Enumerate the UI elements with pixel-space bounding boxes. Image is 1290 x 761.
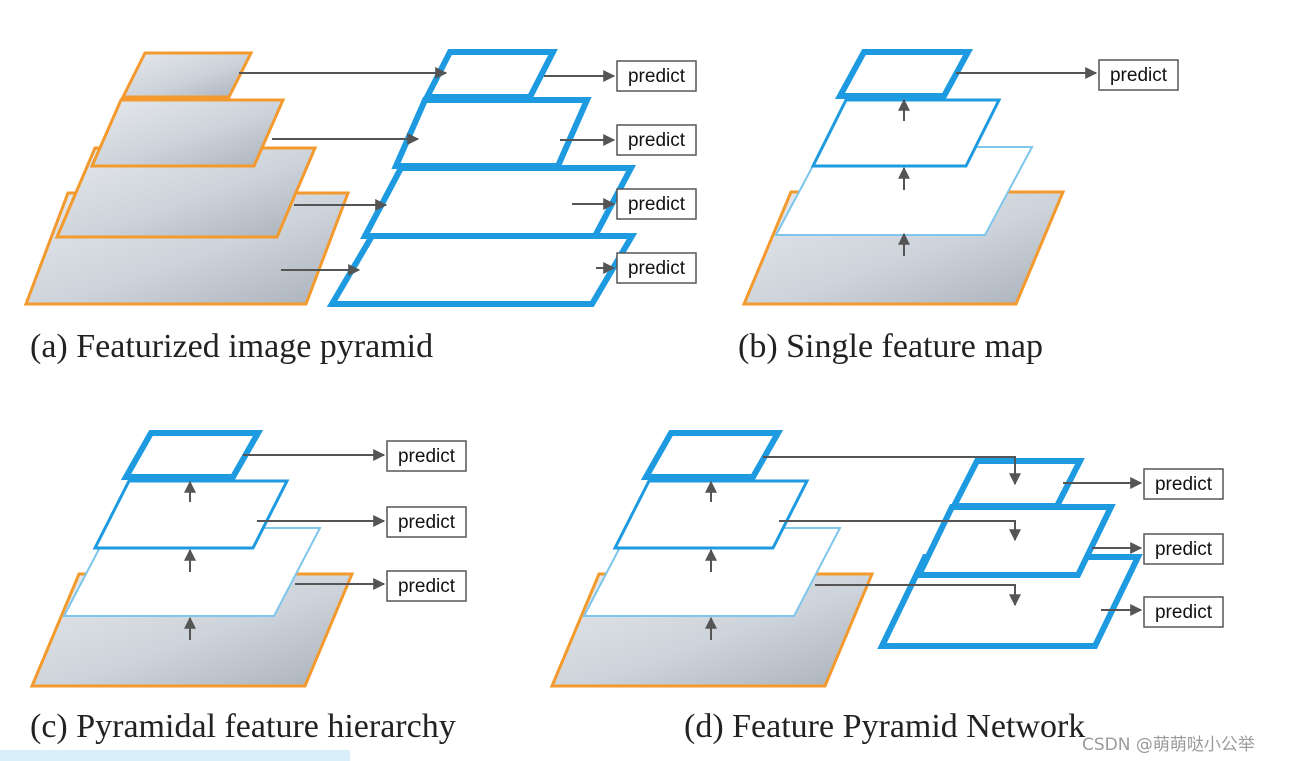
predict-box: predict (1143, 596, 1224, 628)
feature-stack-a (326, 49, 638, 307)
caption-c: (c) Pyramidal feature hierarchy (30, 708, 456, 745)
lateral-connection (779, 520, 1021, 542)
panel-a: predict predict predict predict (23, 49, 697, 307)
bottom-strip (0, 750, 350, 761)
feature-map-a1 (422, 49, 558, 100)
predict-label: predict (1110, 65, 1168, 86)
predict-label: predict (398, 576, 456, 597)
panel-b: predict (741, 49, 1179, 306)
predict-box: predict (1098, 59, 1179, 91)
arrows-b (898, 67, 1098, 256)
feature-map-b2 (810, 98, 1002, 168)
image-pyramid (23, 51, 351, 306)
panel-c: predict predict predict (29, 430, 467, 688)
predict-box: predict (616, 188, 697, 220)
caption-d: (d) Feature Pyramid Network (684, 708, 1086, 745)
lateral-connection (763, 456, 1021, 486)
predict-box: predict (616, 60, 697, 92)
predict-label: predict (1155, 539, 1213, 560)
predict-box: predict (616, 252, 697, 284)
bottom-up-map-1 (640, 430, 784, 480)
predict-label: predict (398, 446, 456, 467)
watermark: CSDN @萌萌哒小公举 (1082, 735, 1255, 755)
predict-box: predict (386, 506, 467, 538)
predict-label: predict (1155, 474, 1213, 495)
feature-map-a4 (326, 233, 638, 307)
panel-d: predict predict predict (549, 430, 1224, 688)
arrows-d (705, 456, 1143, 640)
image-level-2 (89, 98, 286, 168)
lateral-connection (815, 584, 1021, 607)
top-down-map-2 (914, 504, 1116, 578)
predict-label: predict (1155, 602, 1213, 623)
arrows-a (239, 67, 616, 276)
top-down-map-1 (949, 458, 1085, 509)
bottom-up-map-2 (612, 479, 810, 550)
caption-a: (a) Featurized image pyramid (30, 328, 434, 365)
image-level-1 (120, 51, 254, 99)
feature-map-c1 (120, 430, 264, 480)
feature-map-b1 (834, 49, 974, 99)
predict-box: predict (1143, 468, 1224, 500)
predict-label: predict (398, 512, 456, 533)
predict-box: predict (1143, 533, 1224, 565)
feature-map-a3 (360, 165, 636, 239)
predict-label: predict (628, 66, 686, 87)
caption-b: (b) Single feature map (738, 328, 1043, 365)
predict-label: predict (628, 194, 686, 215)
predict-box: predict (616, 124, 697, 156)
feature-map-c2 (92, 479, 290, 550)
predict-label: predict (628, 130, 686, 151)
predict-box: predict (386, 440, 467, 472)
predict-label: predict (628, 258, 686, 279)
predict-box: predict (386, 570, 467, 602)
feature-map-a2 (391, 97, 592, 169)
arrows-c (184, 449, 386, 640)
